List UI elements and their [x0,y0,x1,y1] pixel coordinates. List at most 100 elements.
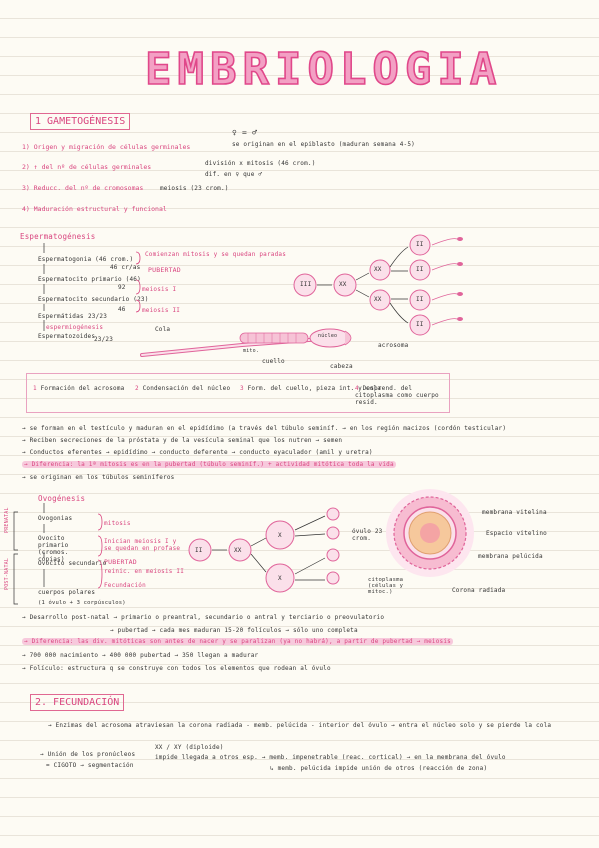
cell-label: II [195,547,203,554]
meiosis-label: meiosis I [142,286,177,293]
stage-label: Espermátidas [38,313,84,320]
spermatozoon-diagram [140,328,352,357]
subsection-heading-espermatogenesis: Espermatogénesis [20,232,96,241]
meiosis-label: reinic. en meiosis II [104,568,185,575]
note-line: → se forman en el testículo y maduran en… [22,425,507,432]
sperm-label-cola: Cola [155,326,171,333]
stage-fraction: 46 [118,306,126,313]
note-line: → Folículo: estructura q se construye co… [22,665,331,672]
note-line: → Reciben secreciones de la próstata y d… [22,437,343,444]
list-note: división x mitosis (46 crom.) [205,160,316,167]
oogenesis-cell-diagram [188,507,340,593]
sperm-label-cuello: cuello [262,358,285,365]
note-line-highlight: → Diferencia: la 1ª mitosis es en la pub… [22,461,396,468]
note-line: → se originan en los túbulos seminíferos [22,474,175,481]
mitosis-label: mitosis [104,520,131,527]
cigoto-label: = CIGOTO → segmentación [46,762,134,769]
list-note: dif. en ♀ que ♂ [205,171,263,178]
note-line: → Enzimas del acrosoma atraviesan la cor… [48,722,552,729]
sperm-label-mito: mito. [243,348,260,354]
stage-fraction: 46 cr/as [110,264,141,271]
list-note: se originan en el epiblasto (maduran sem… [232,141,415,148]
highlighted-note: → Diferencia: las div. mitóticas son ant… [22,638,453,645]
step-number: 1 [33,385,37,392]
step-text: Form. del cuello, pieza int. y cola [247,385,382,392]
step-text: Desprend. del citoplasma como cuerpo res… [355,385,439,406]
stage-label: Espermatozoides [38,333,96,340]
step-number: 4 [355,385,359,392]
page-title: EMBRIOLOGIA [144,43,503,96]
sperm-label-cabeza: cabeza [330,363,353,370]
step-item: 3 Form. del cuello, pieza int. y cola [240,385,381,392]
note-line: → 700 000 nacimiento → 400 000 pubertad … [22,652,259,659]
meiosis-note: Inician meiosis I y se quedan en profase [104,538,181,552]
ovum-label-membrana-vitelina: membrana vitelina [482,509,547,516]
diploid-label: XX / XY (diploide) [155,744,224,751]
cell-label: II [416,296,424,303]
list-note: meiosis (23 crom.) [160,185,229,192]
cell-label: II [416,321,424,328]
section-heading-fecundacion: 2. FECUNDACIÓN [30,694,125,711]
cell-label: II [416,241,424,248]
step-item: 1 Formación del acrosoma [33,385,125,392]
ovum-label-pelucida: membrana pelúcida [478,553,543,560]
ovum-label-corona: Corona radiada [452,587,506,594]
cell-label: XX [374,296,382,303]
note-line-highlight: → Diferencia: las div. mitóticas son ant… [22,638,453,645]
stage-label: Ovocito secundario [38,560,107,567]
cell-label: II [416,266,424,273]
sex-symbols: ♀ = ♂ [232,128,258,137]
list-item: 1) Origen y migración de células germina… [22,143,191,151]
step-item: 4 Desprend. del citoplasma como cuerpo r… [355,385,445,406]
cell-label: X [278,532,282,539]
stage-label: Espermatocito primario (46) [38,276,141,283]
list-item: 2) ↑ del nº de células germinales [22,163,152,171]
step-text: Formación del acrosoma [40,385,125,392]
stage-label: Ovogonias [38,515,73,522]
section-heading-gametogenesis: 1 GAMETOGÉNESIS [30,113,131,130]
note-line: → Desarrollo post-natal → primario o pre… [22,614,385,621]
cell-label: XX [339,281,347,288]
stage-fraction: 23/23 [88,313,108,320]
fecundacion-label: Fecundación [104,582,146,589]
list-item: 3) Reducc. del nº de cromosomas [22,184,144,192]
spermiogenesis-steps-box [26,373,450,413]
stage-note: Comienzan mitosis y se quedan paradas [145,251,287,258]
step-number: 3 [240,385,244,392]
highlighted-note: → Diferencia: la 1ª mitosis es en la pub… [22,461,396,468]
meiosis-label: meiosis II [142,307,181,314]
ovum-label-espacio: Espacio vitelino [486,530,547,537]
cell-label: III [300,281,312,288]
stage-fraction: 92 [118,284,126,291]
pubertad-label: PUBERTAD [148,266,181,274]
note-line: → Conductos eferentes → epidídimo → cond… [22,449,373,456]
pubertad-label: PUBERTAD [104,558,137,566]
step-item: 2 Condensación del núcleo [135,385,230,392]
ovum-label-citoplasma: citoplasma (células y mitoc.) [368,577,404,595]
sperm-label-acrosoma: acrosoma [378,342,409,349]
stage-label: Ovocito primario (cromos. copias) [38,535,69,563]
ovum-diagram [386,489,474,577]
cell-label: XX [234,547,242,554]
ovulo-label: óvulo 23 crom. [352,528,383,542]
stage-label: cuerpos polares [38,589,96,596]
note-line: → pubertad → cada mes maduran 15-20 folí… [110,627,358,634]
cell-label: X [278,575,282,582]
stage-note: (1 óvulo + 3 corpúsculos) [38,600,126,606]
step-number: 2 [135,385,139,392]
subsection-heading-ovogenesis: Ovogénesis [38,494,86,503]
spermatogenesis-cell-diagram [293,234,463,336]
stage-label: Espermatocito secundario (23) [38,296,149,303]
stage-fraction: 23/23 [94,336,114,343]
cell-label: XX [374,266,382,273]
union-label: → Unión de los pronúcleos [40,751,136,758]
impide-note: impide llegada a otros esp. → memb. impe… [155,754,506,761]
sperm-label-nucleo: núcleo [318,333,338,339]
espermiogenesis-label: espermiogénesis [46,324,104,331]
stage-label: Espermatogonia (46 crom.) [38,256,134,263]
list-item: 4) Maduración estructural y funcional [22,205,167,213]
zona-reaction-note: ↳ memb. pelúcida impide unión de otros (… [270,765,488,772]
